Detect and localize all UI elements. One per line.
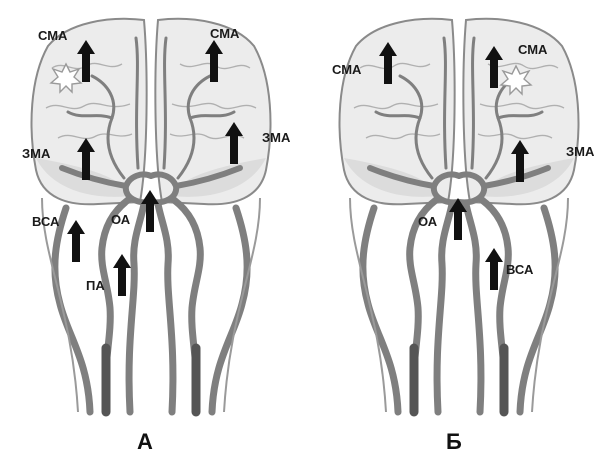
label-cma-right: СМА — [210, 26, 240, 41]
caption-b: Б — [446, 429, 462, 454]
label-zma-right: ЗМА — [566, 144, 595, 159]
label-cma-left: СМА — [38, 28, 68, 43]
label-vsa: ВСА — [32, 214, 60, 229]
label-oa: ОА — [418, 214, 438, 229]
arrow-up-icon — [67, 220, 85, 262]
panel-b: СМА СМА ЗМА ОА ВСА Б — [332, 19, 595, 454]
arrow-up-icon — [113, 254, 131, 296]
label-oa: ОА — [111, 212, 131, 227]
label-cma-left: СМА — [332, 62, 362, 77]
arrow-up-icon — [485, 248, 503, 290]
label-zma-right: ЗМА — [262, 130, 291, 145]
label-zma-left: ЗМА — [22, 146, 51, 161]
label-pa: ПА — [86, 278, 105, 293]
label-vsa: ВСА — [506, 262, 534, 277]
panel-a: СМА СМА ЗМА ЗМА ВСА ОА ПА А — [22, 19, 291, 454]
label-cma-right: СМА — [518, 42, 548, 57]
caption-a: А — [137, 429, 153, 454]
